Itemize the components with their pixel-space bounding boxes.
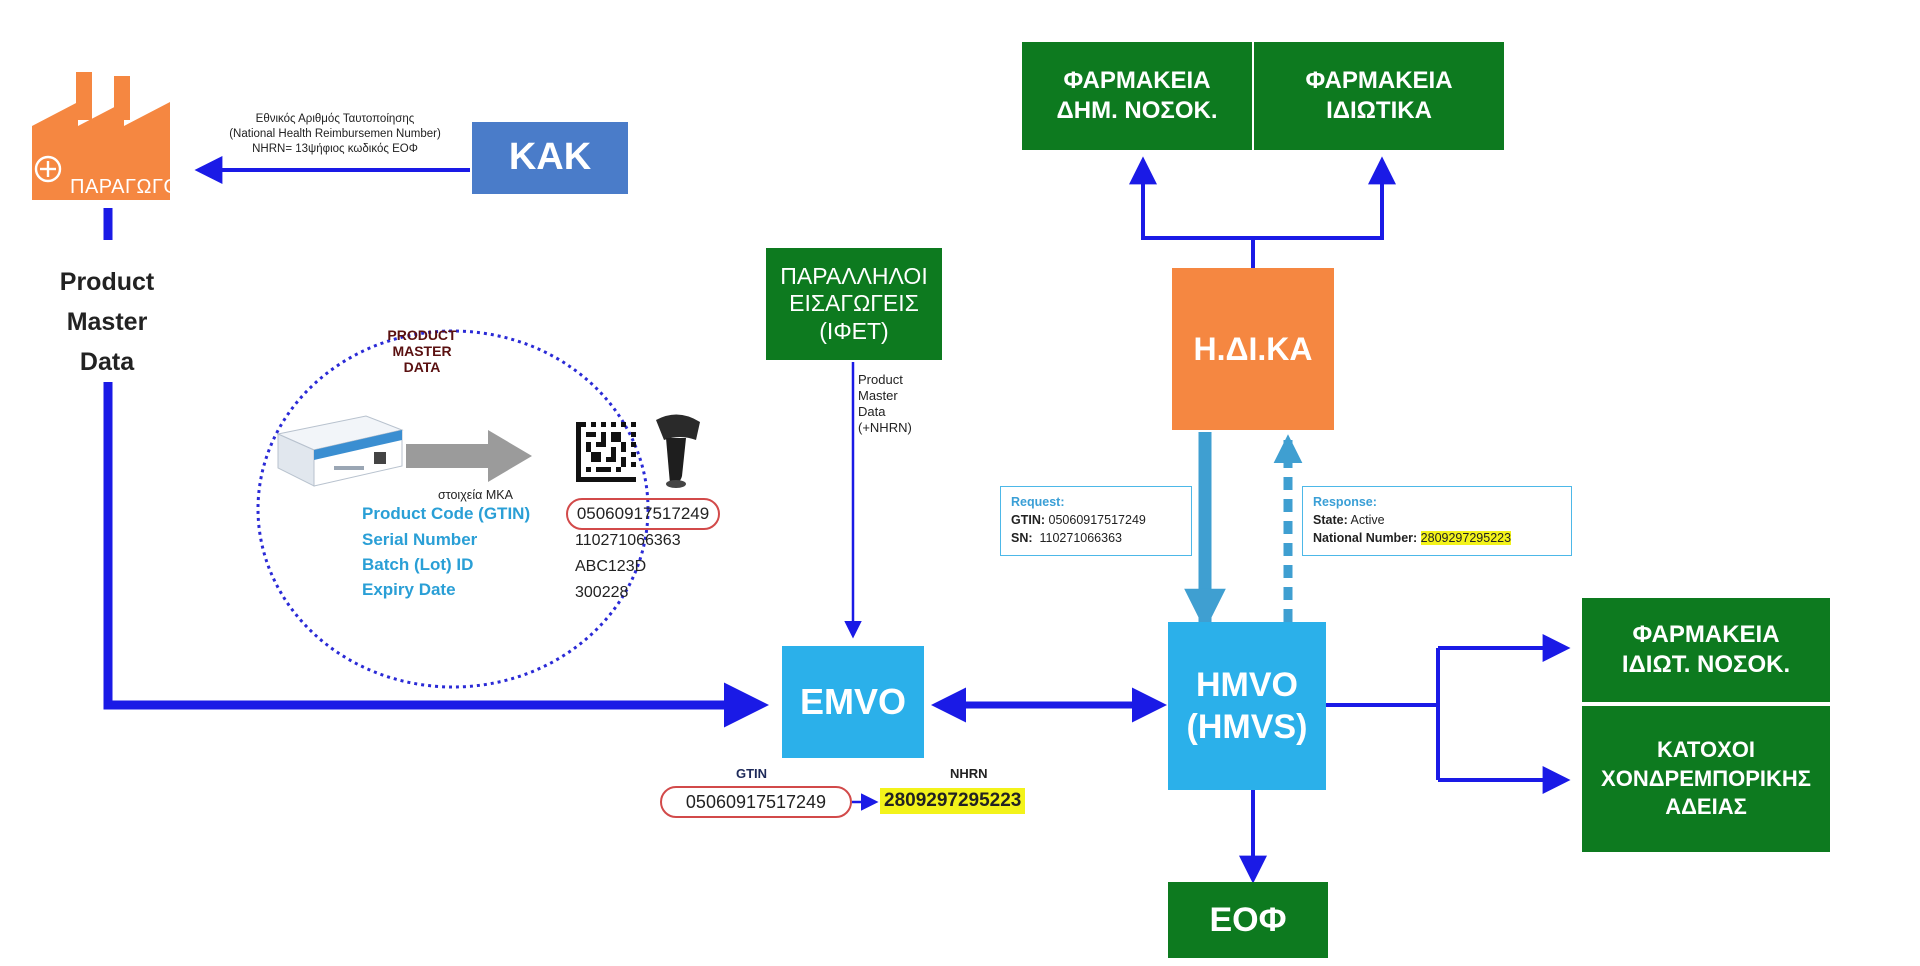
field-serial-value: 110271066363 <box>575 532 681 549</box>
field-expiry-value: 300228 <box>575 584 629 601</box>
pharm-private-line2: ΙΔΙΩΤΙΚΑ <box>1326 97 1432 124</box>
wholesale-box[interactable]: ΚΑΤΟΧΟΙ ΧΟΝΔΡΕΜΠΟΡΙΚΗΣ ΑΔΕΙΑΣ <box>1582 706 1830 852</box>
wholesale-line3: ΑΔΕΙΑΣ <box>1665 794 1747 820</box>
nhrn-note-line1: Εθνικός Αριθμός Ταυτοποίησης <box>255 113 415 125</box>
product-master-data-label: Product Master Data <box>32 262 182 382</box>
nhrn-note-line2: (National Health Reimbursemen Number) <box>229 128 441 140</box>
ifet-pmd-note: Product Master Data (+NHRN) <box>858 372 912 436</box>
arrow-producers-to-emvo <box>103 382 769 728</box>
request-title: Request: <box>1011 495 1065 509</box>
wholesale-line2: ΧΟΝΔΡΕΜΠΟΡΙΚΗΣ <box>1601 765 1811 791</box>
request-bubble: Request: GTIN: 05060917517249 SN: 110271… <box>1000 486 1192 556</box>
field-batch-value: ABC123D <box>575 558 647 575</box>
pharm-priv-hosp-line1: ΦΑΡΜΑΚΕΙΑ <box>1632 621 1780 648</box>
nhrn-note: Εθνικός Αριθμός Ταυτοποίησης (National H… <box>204 112 466 157</box>
ifet-line1: ΠΑΡΑΛΛΗΛΟΙ <box>780 262 928 289</box>
pmd-title3: DATA <box>403 359 441 375</box>
pmd-title1: PRODUCT <box>387 327 457 343</box>
kak-box[interactable]: ΚΑΚ <box>472 122 628 194</box>
ifet-pmd-line3: Data <box>858 404 886 419</box>
hdika-label: Η.ΔΙ.ΚΑ <box>1193 330 1313 367</box>
pharm-hosp-box[interactable]: ΦΑΡΜΑΚΕΙΑ ΔΗΜ. ΝΟΣΟΚ. <box>1022 42 1252 150</box>
pharm-priv-hosp-box[interactable]: ΦΑΡΜΑΚΕΙΑ ΙΔΙΩΤ. ΝΟΣΟΚ. <box>1582 598 1830 702</box>
mapping-gtin-ring: 05060917517249 <box>660 786 852 818</box>
eof-label: ΕΟΦ <box>1209 900 1287 939</box>
pharm-private-box[interactable]: ΦΑΡΜΑΚΕΙΑ ΙΔΙΩΤΙΚΑ <box>1254 42 1504 150</box>
request-gtin-label: GTIN: <box>1011 513 1046 528</box>
kak-label: ΚΑΚ <box>508 136 592 179</box>
field-gtin-value-ring: 05060917517249 <box>566 498 720 530</box>
pmd-line1: Product <box>59 268 155 296</box>
request-gtin: 05060917517249 <box>1048 513 1146 528</box>
ifet-line2: ΕΙΣΑΓΩΓΕΙΣ <box>789 290 919 317</box>
factory-icon <box>32 72 170 200</box>
hmvo-box[interactable]: HMVO (HMVS) <box>1168 622 1326 790</box>
field-gtin-value: 05060917517249 <box>576 504 710 523</box>
ifet-line3: (ΙΦΕΤ) <box>819 317 889 344</box>
response-nn-label: National Number: <box>1313 531 1418 546</box>
line-hmvo-right-branch <box>1325 648 1440 780</box>
pharm-hosp-line2: ΔΗΜ. ΝΟΣΟΚ. <box>1056 97 1218 124</box>
field-batch-label: Batch (Lot) ID <box>362 555 474 574</box>
pharm-priv-hosp-line2: ΙΔΙΩΤ. ΝΟΣΟΚ. <box>1621 651 1791 678</box>
line-hdika-branch <box>1141 165 1384 268</box>
response-title: Response: <box>1313 495 1377 509</box>
response-nn: 2809297295223 <box>1420 531 1512 546</box>
wholesale-line1: ΚΑΤΟΧΟΙ <box>1656 737 1755 763</box>
field-expiry-label: Expiry Date <box>362 580 456 599</box>
barcode-scanner-icon <box>656 414 700 488</box>
emvo-label: EMVO <box>799 681 906 723</box>
ifet-pmd-line4: (+NHRN) <box>858 420 912 435</box>
nhrn-note-line3: NHRN= 13ψήφιος κωδικός ΕΟΦ <box>252 143 418 155</box>
grey-arrow-icon <box>406 430 532 482</box>
eof-box[interactable]: ΕΟΦ <box>1168 882 1328 958</box>
field-serial-label: Serial Number <box>362 530 478 549</box>
hmvo-line2: (HMVS) <box>1186 708 1308 746</box>
pharm-private-line1: ΦΑΡΜΑΚΕΙΑ <box>1305 67 1453 94</box>
pmd-ellipse <box>256 329 650 689</box>
response-bubble: Response: State: Active National Number:… <box>1302 486 1572 556</box>
request-sn: 110271066363 <box>1039 531 1122 546</box>
medicine-box-icon <box>276 415 404 487</box>
ifet-box[interactable]: ΠΑΡΑΛΛΗΛΟΙ ΕΙΣΑΓΩΓΕΙΣ (ΙΦΕΤ) <box>766 248 942 360</box>
pmd-circle-title: PRODUCT MASTER DATA <box>372 327 472 375</box>
mka-caption: στοιχεία ΜΚΑ <box>438 488 513 502</box>
response-state: Active <box>1350 513 1385 528</box>
ifet-pmd-line1: Product <box>858 372 903 387</box>
mapping-nhrn: 2809297295223 <box>880 788 1026 814</box>
emvo-box[interactable]: EMVO <box>782 646 924 758</box>
mapping-nhrn-label: NHRN <box>950 766 988 781</box>
pmd-line3: Data <box>79 348 135 376</box>
datamatrix-icon <box>576 422 636 482</box>
pmd-line2: Master <box>66 308 148 336</box>
mapping-gtin-label: GTIN <box>736 766 768 781</box>
field-gtin-label: Product Code (GTIN) <box>362 504 531 523</box>
pharm-hosp-line1: ΦΑΡΜΑΚΕΙΑ <box>1063 67 1211 94</box>
response-state-label: State: <box>1313 513 1348 528</box>
producers-label: ΠΑΡΑΓΩΓΟΙ <box>70 176 186 198</box>
hdika-box[interactable]: Η.ΔΙ.ΚΑ <box>1172 268 1334 430</box>
pmd-title2: MASTER <box>392 343 452 359</box>
request-sn-label: SN: <box>1011 531 1033 546</box>
mapping-gtin: 05060917517249 <box>685 791 827 812</box>
hmvo-line1: HMVO <box>1196 665 1298 704</box>
ifet-pmd-line2: Master <box>858 388 898 403</box>
